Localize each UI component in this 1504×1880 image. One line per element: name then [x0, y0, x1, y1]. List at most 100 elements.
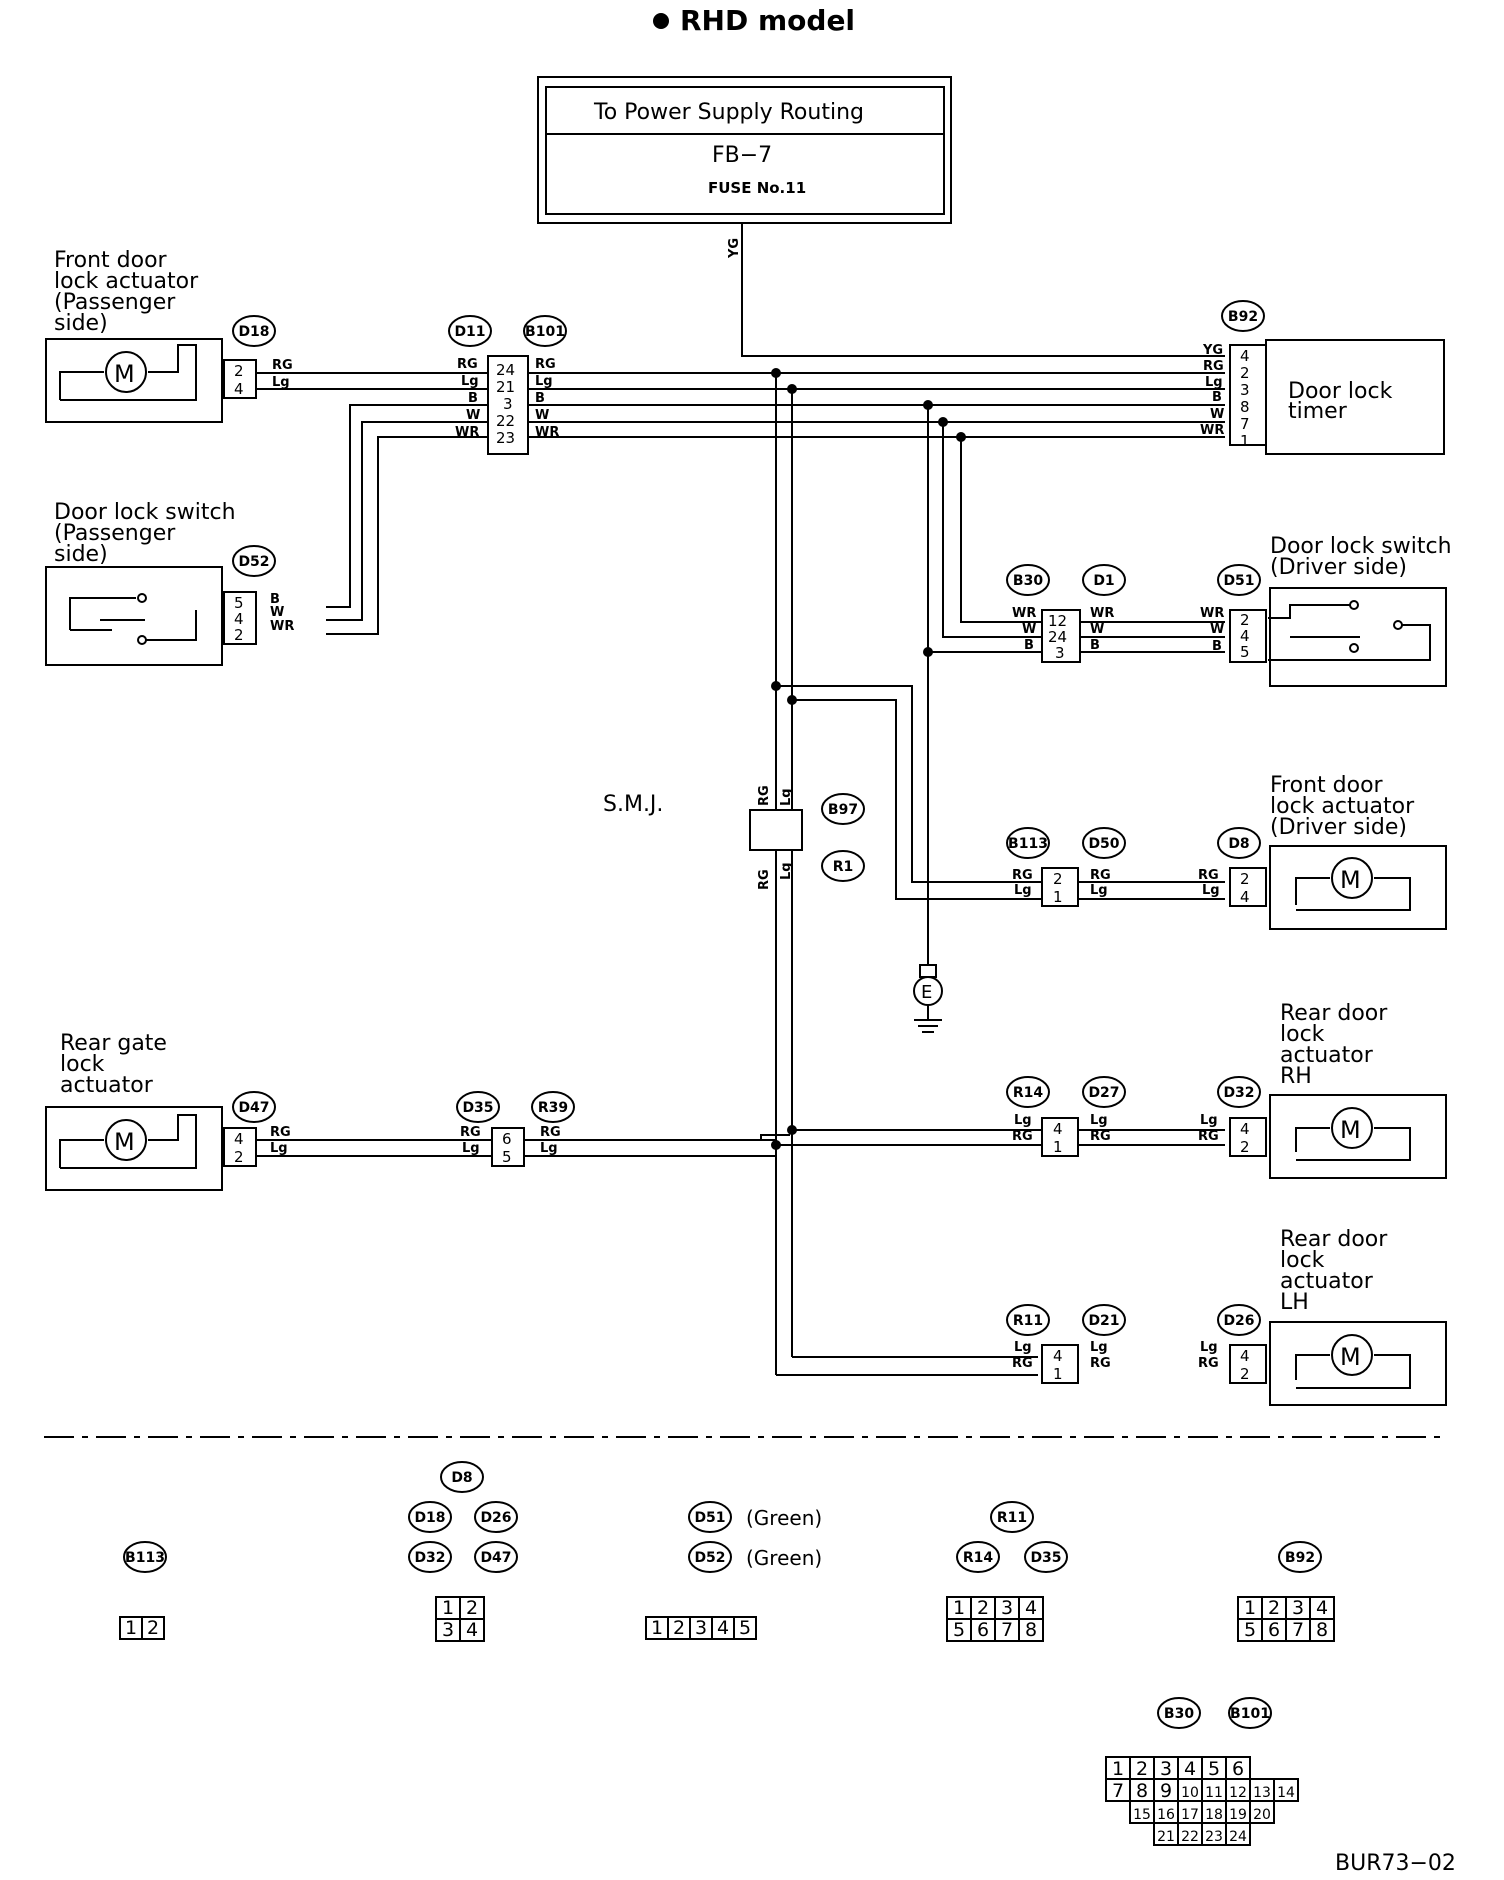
svg-text:1: 1 — [125, 1617, 137, 1639]
svg-text:Front door: Front door — [54, 248, 168, 273]
svg-text:B101: B101 — [1230, 1706, 1270, 1722]
svg-text:lock: lock — [1280, 1248, 1325, 1273]
svg-text:5: 5 — [1240, 643, 1250, 661]
svg-text:D35: D35 — [462, 1100, 493, 1116]
svg-text:B: B — [270, 592, 280, 607]
svg-text:1: 1 — [442, 1597, 454, 1619]
connector-id-b92: B92 — [1278, 1541, 1322, 1573]
svg-text:17: 17 — [1181, 1807, 1199, 1823]
svg-text:23: 23 — [1205, 1829, 1223, 1845]
svg-text:16: 16 — [1157, 1807, 1175, 1823]
svg-text:2: 2 — [234, 626, 244, 644]
svg-text:WR: WR — [1090, 606, 1114, 621]
connector-id-b101: B101 — [1228, 1697, 1272, 1729]
svg-text:B113: B113 — [1008, 836, 1048, 852]
svg-text:Lg: Lg — [1200, 1340, 1218, 1355]
svg-text:24: 24 — [1229, 1829, 1247, 1845]
svg-text:4: 4 — [1240, 888, 1250, 906]
svg-text:2: 2 — [1240, 1138, 1250, 1156]
door-lock-switch-passenger: Door lock switch (Passenger side) 542 BW… — [45, 500, 294, 666]
svg-text:R14: R14 — [963, 1550, 994, 1566]
svg-text:5: 5 — [1244, 1619, 1256, 1641]
svg-text:R11: R11 — [997, 1510, 1027, 1526]
connector-id-d51: D51 — [688, 1501, 732, 1533]
connector-id-b30: B30 — [1157, 1697, 1201, 1729]
connector-id-r11: R11 — [990, 1501, 1034, 1533]
svg-text:Lg: Lg — [270, 1141, 288, 1156]
svg-text:D35: D35 — [1030, 1550, 1061, 1566]
svg-text:Lg: Lg — [540, 1141, 558, 1156]
diagram-title: RHD model — [680, 4, 855, 37]
svg-text:4: 4 — [234, 380, 244, 398]
svg-text:Lg: Lg — [1014, 1113, 1032, 1128]
svg-text:B92: B92 — [1285, 1550, 1315, 1566]
connector-id-d35: D35 — [456, 1091, 500, 1123]
svg-text:RG: RG — [757, 869, 772, 890]
svg-text:RG: RG — [535, 357, 556, 372]
svg-text:Lg: Lg — [535, 374, 553, 389]
svg-text:1: 1 — [651, 1617, 663, 1639]
svg-text:B: B — [468, 391, 478, 406]
ground-symbol: E — [913, 964, 943, 1033]
svg-text:Lg: Lg — [1014, 1340, 1032, 1355]
svg-text:RG: RG — [270, 1125, 291, 1140]
svg-text:D21: D21 — [1088, 1313, 1119, 1329]
svg-text:B: B — [1212, 639, 1222, 654]
svg-text:W: W — [270, 605, 284, 620]
svg-text:RG: RG — [1203, 359, 1224, 374]
svg-text:timer: timer — [1288, 399, 1348, 424]
svg-text:B30: B30 — [1164, 1706, 1194, 1722]
connector-id-b30: B30 — [1006, 564, 1050, 596]
svg-text:side): side) — [54, 311, 108, 336]
svg-text:18: 18 — [1205, 1807, 1223, 1823]
connector-id-b113: B113 — [1006, 827, 1050, 859]
connector-id-d26: D26 — [1217, 1304, 1261, 1336]
svg-text:D51: D51 — [694, 1510, 725, 1526]
svg-text:8: 8 — [1240, 398, 1250, 416]
svg-text:D18: D18 — [414, 1510, 445, 1526]
svg-text:14: 14 — [1277, 1785, 1295, 1801]
svg-text:Rear door: Rear door — [1280, 1001, 1388, 1026]
svg-text:YG: YG — [1202, 343, 1223, 358]
svg-text:3: 3 — [695, 1617, 707, 1639]
svg-text:D26: D26 — [480, 1510, 511, 1526]
svg-text:Door lock: Door lock — [1288, 379, 1393, 404]
svg-text:WR: WR — [270, 619, 294, 634]
svg-text:5: 5 — [953, 1619, 965, 1641]
junction-dots — [771, 368, 966, 1150]
svg-text:4: 4 — [1053, 1120, 1063, 1138]
svg-text:RG: RG — [1090, 868, 1111, 883]
svg-text:WR: WR — [1200, 606, 1224, 621]
legend-green-d51: (Green) — [746, 1506, 822, 1530]
svg-text:3: 3 — [1055, 644, 1065, 662]
svg-text:2: 2 — [1240, 611, 1250, 629]
svg-text:4: 4 — [1240, 1347, 1250, 1365]
svg-text:W: W — [1210, 407, 1224, 422]
connector-id-d47: D47 — [474, 1541, 518, 1573]
svg-text:3: 3 — [1160, 1758, 1172, 1780]
svg-text:19: 19 — [1229, 1807, 1247, 1823]
svg-text:B97: B97 — [828, 802, 858, 818]
svg-text:4: 4 — [1184, 1758, 1196, 1780]
connector-id-d18: D18 — [408, 1501, 452, 1533]
svg-text:4: 4 — [234, 610, 244, 628]
svg-text:D18: D18 — [238, 324, 269, 340]
svg-text:5: 5 — [502, 1148, 512, 1166]
svg-text:lock: lock — [60, 1052, 105, 1077]
svg-text:Lg: Lg — [1205, 375, 1223, 390]
svg-text:Lg: Lg — [779, 862, 794, 880]
svg-text:D50: D50 — [1088, 836, 1119, 852]
svg-text:12: 12 — [1229, 1785, 1247, 1801]
svg-text:Rear gate: Rear gate — [60, 1031, 167, 1056]
svg-text:4: 4 — [1240, 1120, 1250, 1138]
svg-text:B92: B92 — [1228, 309, 1258, 325]
connector-id-d51: D51 — [1217, 564, 1261, 596]
title-bullet — [653, 13, 669, 29]
svg-text:7: 7 — [1112, 1780, 1124, 1802]
